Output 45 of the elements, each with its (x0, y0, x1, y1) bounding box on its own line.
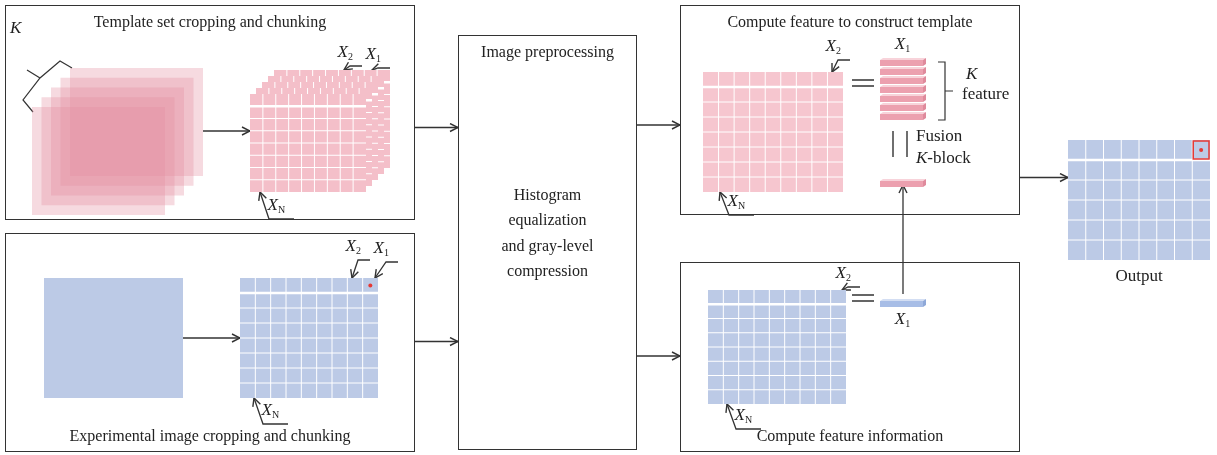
arrow (1019, 172, 1069, 183)
symbol-label: X$_{1}$ (365, 43, 390, 68)
symbol-label: X$_{2}$ (337, 41, 362, 66)
process-panel (680, 5, 1020, 215)
panel-title: Compute feature to construct template (727, 12, 973, 32)
symbol-label: X$_{N}$ (727, 190, 754, 215)
panel-title: Experimental image cropping and chunking (69, 425, 351, 445)
leader-arrow (350, 259, 371, 279)
arrow (202, 126, 251, 136)
leader-arrow (718, 191, 755, 216)
process-panel (5, 5, 415, 220)
symbol-label: X$_{2}$ (345, 235, 370, 260)
arrow (414, 336, 459, 347)
process-panel (458, 35, 637, 450)
symbol-label: Fusion (916, 126, 963, 146)
symbol-label: X$_{1}$ (894, 308, 911, 329)
symbol-label: X$_{2}$ (825, 35, 850, 60)
process-panel (680, 262, 1020, 452)
leader-arrow (831, 59, 851, 73)
leader-arrow (343, 61, 363, 71)
symbol-label: K (966, 64, 978, 84)
arrow (182, 333, 241, 343)
symbol-label: feature (962, 84, 1010, 104)
leader-arrow (725, 403, 762, 430)
arrow (414, 122, 459, 133)
panel-title: Template set cropping and chunking (93, 12, 327, 32)
panel-title: Image preprocessing (481, 42, 614, 62)
symbol-label: X$_{1}$ (894, 33, 911, 54)
arrow (898, 184, 908, 295)
symbol-label: X$_{N}$ (261, 399, 288, 424)
symbol-label: X$_{N}$ (267, 194, 294, 219)
leader-arrow (841, 282, 861, 291)
process-panel (5, 233, 415, 452)
arrow (636, 351, 681, 361)
symbol-label: X$_{1}$ (373, 237, 398, 262)
symbol-label: K (10, 18, 22, 38)
arrow (636, 120, 681, 130)
leader-arrow (371, 63, 391, 72)
symbol-label: X$_{2}$ (835, 262, 860, 287)
panel-body-text: Histogram equalization and gray-level compression (500, 184, 595, 282)
symbol-label: Output (1115, 266, 1163, 286)
leader-arrow (258, 191, 295, 220)
leader-arrow (252, 397, 289, 425)
symbol-label: K-block (916, 148, 971, 168)
leader-arrow (374, 261, 399, 279)
